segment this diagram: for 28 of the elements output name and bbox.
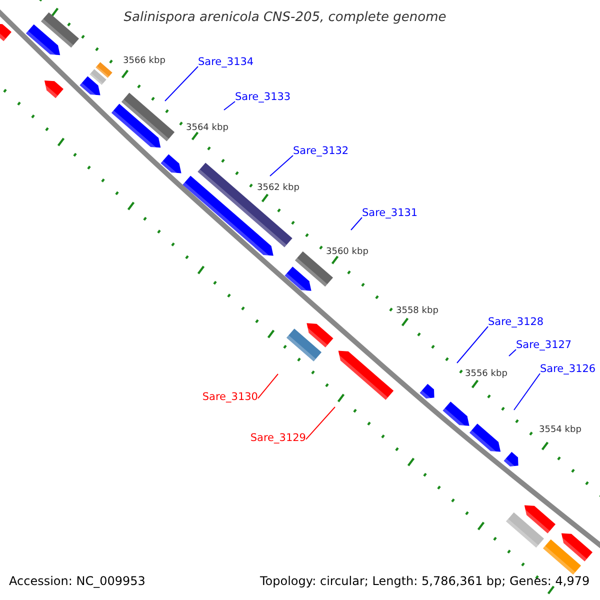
scale-label: 3558 kbp — [396, 307, 438, 316]
gene-label: Sare_3132 — [293, 146, 349, 156]
scale-label: 3564 kbp — [186, 124, 228, 133]
title: Salinispora arenicola CNS-205, complete genome — [122, 11, 448, 24]
leader-line — [164, 66, 198, 102]
footer-text: Accession: NC_009953 — [9, 575, 146, 587]
gene-label: Sare_3126 — [540, 364, 596, 374]
gene-label: Sare_3134 — [198, 57, 254, 68]
gene-label: Sare_3130 — [202, 392, 258, 402]
leader-line — [456, 326, 488, 364]
scale-label: 3566 kbp — [123, 57, 166, 66]
gene-label: Sare_3128 — [488, 317, 544, 328]
leader-line — [270, 155, 294, 176]
gene-label: Sare_3131 — [362, 208, 418, 218]
scale-label: 3554 kbp — [539, 426, 582, 435]
gene-label: Sare_3129 — [250, 433, 306, 444]
leader-line — [224, 101, 236, 110]
leader-line — [508, 349, 516, 356]
leader-line — [350, 217, 362, 230]
gene-label: Sare_3127 — [516, 340, 572, 350]
leader-line — [258, 374, 278, 399]
footer-text: Topology: circular; Length: 5,786,361 bp; Genes: 4,979 — [260, 575, 590, 587]
leader-line — [306, 406, 336, 440]
scale-label: 3556 kbp — [465, 370, 508, 379]
gene-label: Sare_3133 — [235, 92, 291, 102]
scale-label: 3560 kbp — [326, 248, 368, 257]
scale-label: 3562 kbp — [257, 184, 300, 193]
leader-line — [514, 373, 540, 410]
